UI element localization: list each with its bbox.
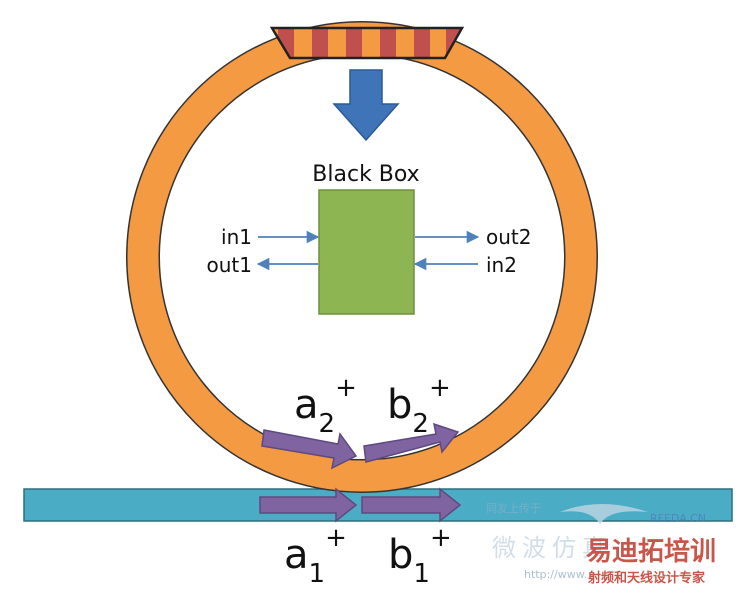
watermark: 同友上传于 RFEDA.CN 微波仿真 易迪拓培训 http://www. 射频…	[486, 501, 716, 586]
watermark-site: RFEDA.CN	[650, 512, 706, 525]
watermark-upload-text: 同友上传于	[486, 501, 541, 515]
port-out1-label: out1	[207, 253, 252, 277]
black-box-title: Black Box	[312, 162, 419, 187]
a1-wave-arrow	[259, 487, 358, 523]
b1-label: b1+	[388, 523, 452, 588]
port-in1-label: in1	[221, 225, 252, 249]
watermark-brand: 微波仿真	[492, 534, 612, 562]
port-in2-label: in2	[486, 253, 517, 277]
watermark-brand2: 易迪拓培训	[586, 537, 716, 567]
a1-label: a1+	[284, 523, 347, 588]
b2-wave-arrow	[363, 422, 460, 463]
watermark-bird-icon	[560, 504, 648, 524]
bragg-grating-outline	[269, 26, 465, 60]
a2-label: a2+	[294, 373, 357, 439]
watermark-tagline: 射频和天线设计专家	[587, 570, 706, 586]
bragg-grating	[272, 28, 462, 58]
down-arrow-icon	[332, 69, 400, 142]
watermark-url: http://www.	[524, 568, 587, 581]
a2-wave-arrow	[261, 429, 358, 470]
black-box	[318, 189, 415, 315]
b2-label: b2+	[387, 373, 451, 439]
port-out2-label: out2	[486, 225, 531, 249]
b1-wave-arrow	[361, 487, 462, 523]
